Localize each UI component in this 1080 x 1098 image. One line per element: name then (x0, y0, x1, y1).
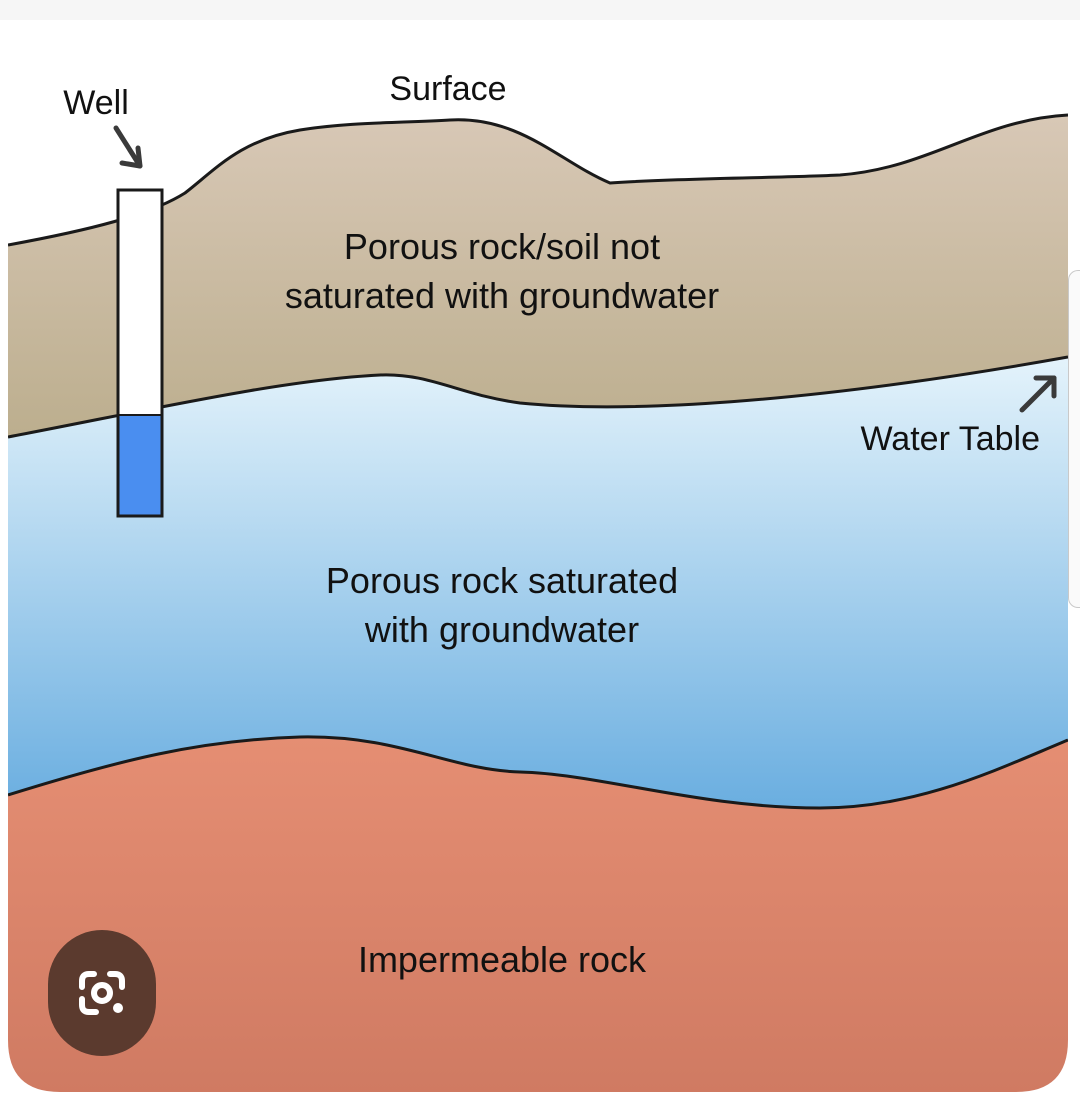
water-table-arrow-icon (1019, 375, 1057, 413)
well-label: Well (63, 84, 129, 122)
water-table-line (8, 355, 1068, 439)
unsaturated-zone-label-line2: saturated with groundwater (285, 275, 719, 316)
unsaturated-zone-layer (8, 115, 1068, 437)
saturated-zone-layer (8, 357, 1068, 808)
unsaturated-zone-label-line1: Porous rock/soil not (344, 226, 660, 267)
saturated-zone-label-line2: with groundwater (364, 609, 639, 650)
top-strip (0, 0, 1080, 20)
well-water (119, 415, 161, 515)
google-lens-camera-icon (79, 971, 125, 1015)
impermeable-boundary-line (8, 735, 1068, 810)
surface-label: Surface (389, 70, 506, 108)
water-table-label: Water Table (860, 420, 1040, 458)
saturated-zone-label-line1: Porous rock saturated (326, 560, 678, 601)
lens-button[interactable] (48, 930, 156, 1056)
impermeable-rock-label: Impermeable rock (358, 939, 647, 980)
impermeable-rock-layer (8, 736, 1068, 1092)
ground-surface-line (8, 113, 1068, 247)
well-arrow-icon (113, 125, 143, 169)
side-panel-handle[interactable] (1068, 270, 1080, 608)
